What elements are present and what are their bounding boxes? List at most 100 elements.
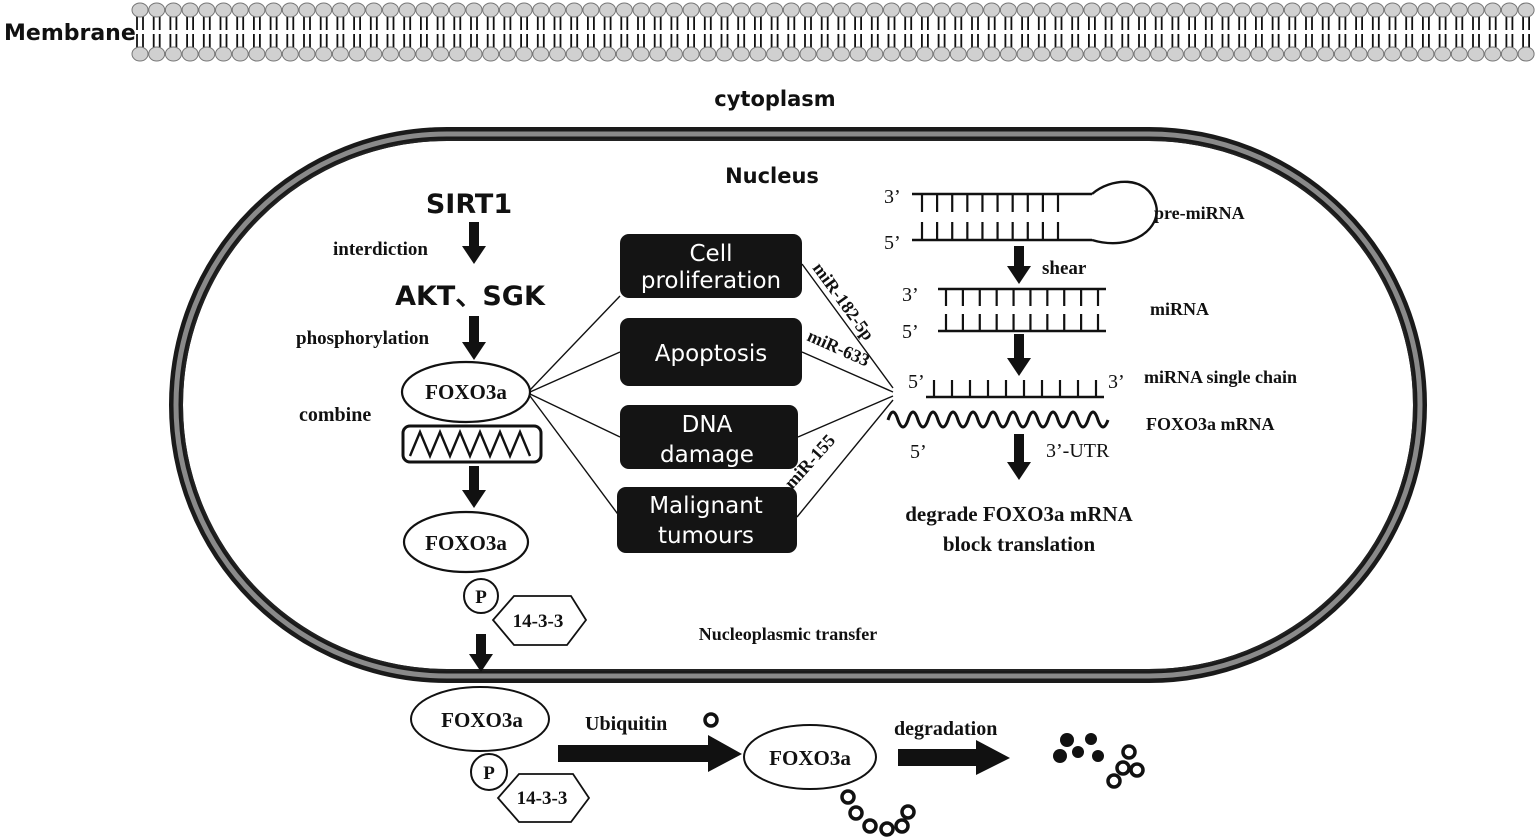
- lipid-head: [298, 46, 316, 62]
- lipid-head: [966, 46, 984, 62]
- interdiction-label: interdiction: [333, 239, 428, 260]
- lipid-head: [265, 2, 283, 18]
- arrow-sirt1-to-akt: [462, 222, 486, 264]
- lipid-head: [281, 2, 299, 18]
- lipid-head: [365, 2, 383, 18]
- arrow-akt-to-foxo3a: [462, 316, 486, 360]
- lipid-head: [231, 2, 249, 18]
- foxo3a-mrna-strand: [886, 410, 1110, 429]
- lipid-head: [1467, 2, 1485, 18]
- lipid-head: [799, 46, 817, 62]
- pre-three-prime: 3’: [884, 186, 901, 208]
- cell-membrane: [131, 2, 1535, 62]
- free-ubiquitin-icon: [1106, 744, 1145, 789]
- mrna-five-prime: 5’: [910, 441, 927, 463]
- lipid-head: [1384, 2, 1401, 18]
- lipid-head: [1267, 46, 1285, 62]
- lipid-head: [1317, 2, 1335, 18]
- membrane-lipid-heads: [131, 2, 1535, 62]
- membrane-label: Membrane: [4, 21, 136, 46]
- lipid-head: [248, 2, 266, 18]
- lipid-head: [549, 2, 566, 18]
- lipid-head: [799, 2, 817, 18]
- cell-proliferation-box: Cell proliferation: [620, 234, 802, 298]
- lipid-head: [1317, 46, 1335, 62]
- lipid-head: [1183, 46, 1201, 62]
- lipid-head: [231, 46, 249, 62]
- lipid-head: [1467, 46, 1485, 62]
- arrow-unwind: [1007, 334, 1031, 376]
- foxo3a-node-cytoplasm: FOXO3a: [410, 686, 550, 752]
- lipid-head: [1083, 46, 1101, 62]
- lipid-head: [883, 46, 900, 62]
- lipid-head: [331, 2, 349, 18]
- pre-mirna-label: pre-miRNA: [1154, 203, 1245, 223]
- lipid-head: [1217, 46, 1234, 62]
- foxo3a-node-ubiquitinated: FOXO3a: [743, 724, 877, 790]
- lipid-head: [1350, 46, 1368, 62]
- lipid-head: [198, 46, 216, 62]
- ubiquitin-label: Ubiquitin: [585, 713, 667, 735]
- lipid-head: [1050, 46, 1067, 62]
- lipid-head: [1417, 46, 1435, 62]
- lipid-head: [1484, 2, 1502, 18]
- arrow-shear: [1007, 246, 1031, 284]
- lipid-head: [1050, 2, 1067, 18]
- lipid-head: [482, 2, 500, 18]
- phosphate-circle-cytoplasm: P: [470, 753, 508, 791]
- lipid-head: [131, 46, 149, 62]
- pre-mirna-hairpin: [912, 180, 1158, 245]
- dna-binding-box: [401, 424, 543, 464]
- arrow-degradation: [898, 740, 1010, 775]
- lipid-head: [699, 2, 717, 18]
- lipid-head: [1083, 2, 1101, 18]
- lipid-head: [582, 2, 600, 18]
- lipid-head: [281, 46, 299, 62]
- mrna-label: FOXO3a mRNA: [1146, 414, 1275, 434]
- lipid-head: [1233, 46, 1251, 62]
- lipid-head: [1283, 2, 1301, 18]
- lipid-head: [1200, 2, 1218, 18]
- lipid-head: [515, 46, 533, 62]
- lipid-head: [1333, 2, 1351, 18]
- lipid-head: [716, 46, 733, 62]
- lipid-head: [1100, 2, 1118, 18]
- foxo3a-label: FOXO3a: [425, 380, 507, 404]
- dna-damage-line1: DNA: [682, 412, 733, 438]
- lipid-head: [849, 2, 867, 18]
- lipid-head: [1016, 46, 1034, 62]
- lipid-head: [933, 2, 951, 18]
- lipid-head: [1250, 2, 1268, 18]
- cell-proliferation-line1: Cell: [690, 241, 733, 267]
- protein-14-3-3: 14-3-3: [491, 595, 588, 646]
- lipid-head: [248, 46, 266, 62]
- lipid-head: [298, 2, 316, 18]
- lipid-head: [949, 2, 967, 18]
- lipid-head: [131, 2, 149, 18]
- lipid-head: [916, 46, 934, 62]
- lipid-head: [1233, 2, 1251, 18]
- lipid-head: [1450, 2, 1468, 18]
- degraded-fragments-icon: [1053, 733, 1104, 763]
- lipid-head: [265, 46, 283, 62]
- lipid-head: [1300, 2, 1318, 18]
- lipid-head: [916, 2, 934, 18]
- lipid-head: [198, 2, 216, 18]
- lipid-head: [1500, 46, 1518, 62]
- lipid-head: [599, 46, 617, 62]
- lipid-head: [1033, 46, 1051, 62]
- lipid-head: [148, 2, 166, 18]
- nuclear-envelope: [169, 127, 1427, 683]
- lipid-head: [782, 2, 800, 18]
- lipid-head: [415, 46, 433, 62]
- foxo3a-label: FOXO3a: [425, 531, 507, 555]
- lipid-head: [382, 46, 399, 62]
- lipid-head: [148, 46, 166, 62]
- malignant-tumours-line1: Malignant: [649, 493, 763, 519]
- combine-label: combine: [299, 404, 371, 426]
- nucleoplasmic-transfer-label: Nucleoplasmic transfer: [699, 624, 877, 644]
- lipid-head: [565, 2, 583, 18]
- phosphate-circle: P: [463, 578, 499, 614]
- lipid-head: [1384, 46, 1401, 62]
